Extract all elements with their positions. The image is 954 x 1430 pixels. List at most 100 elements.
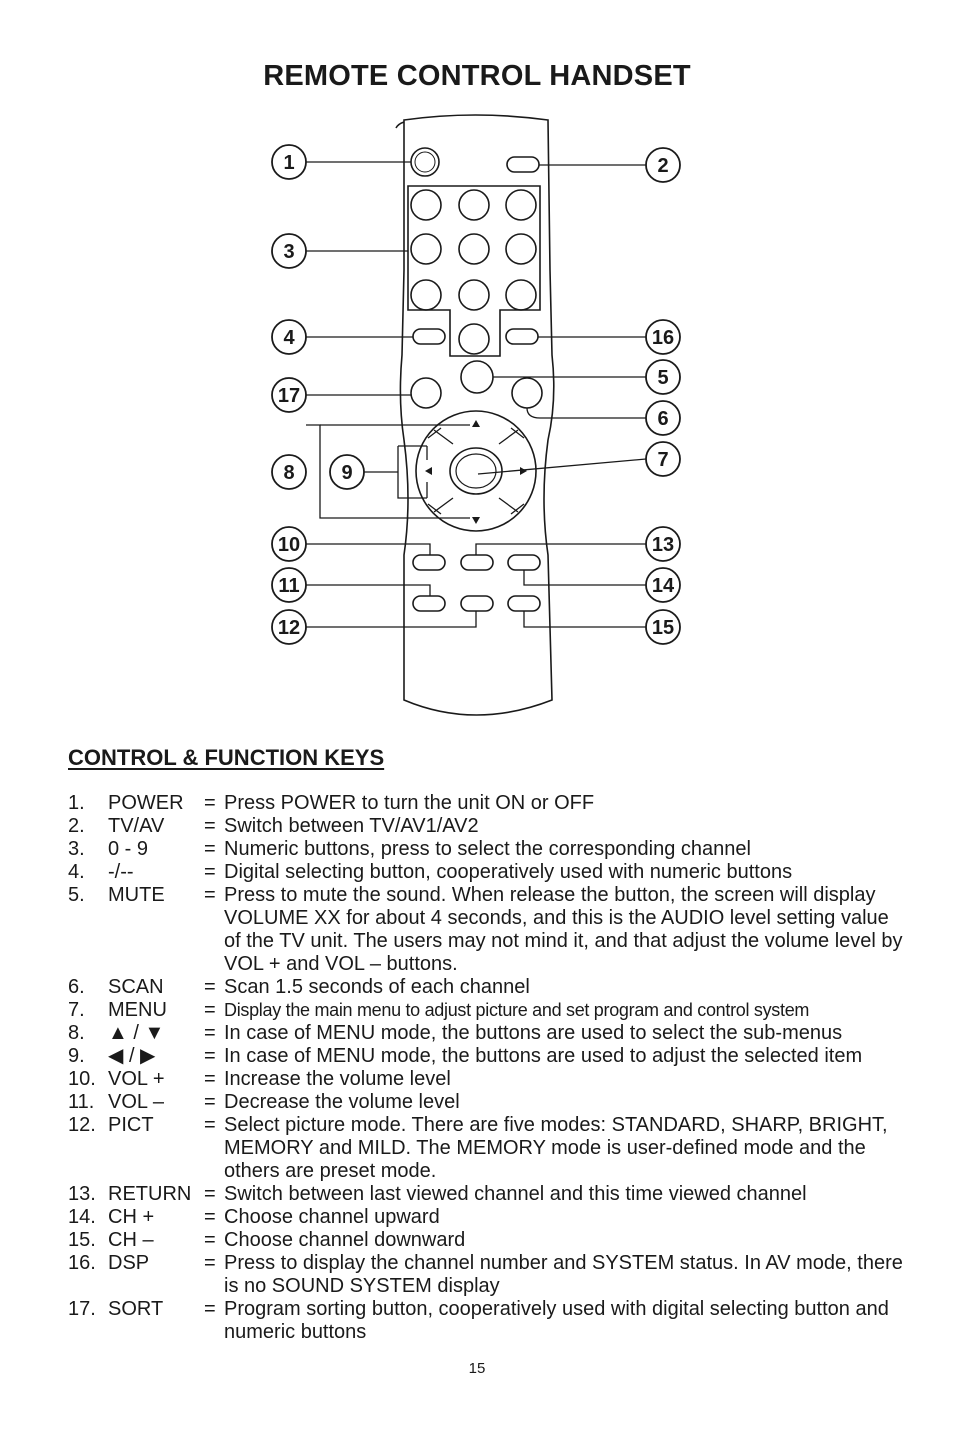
callout-15: 15 (652, 617, 674, 639)
key-number: 16. (68, 1252, 96, 1274)
key-description: Decrease the volume level (224, 1091, 460, 1113)
section-title: CONTROL & FUNCTION KEYS (68, 745, 385, 770)
key-name: CH + (108, 1206, 155, 1228)
key-description: Press to display the channel number and … (224, 1252, 903, 1297)
list-item: 11.VOL –=Decrease the volume level (68, 1091, 908, 1114)
key-name: SCAN (108, 976, 164, 998)
key-description: Increase the volume level (224, 1068, 451, 1090)
key-number: 17. (68, 1298, 96, 1320)
scan-button (511, 377, 543, 409)
digit-select-button (412, 328, 446, 345)
key-number: 6. (68, 976, 85, 998)
key-description: In case of MENU mode, the buttons are us… (224, 1022, 843, 1044)
callout-9: 9 (341, 462, 352, 484)
callout-13: 13 (652, 534, 674, 556)
key-name: -/-- (108, 861, 134, 883)
key-description: Display the main menu to adjust picture … (224, 1000, 810, 1020)
dpad-arrows (427, 427, 525, 515)
key-description: Choose channel upward (224, 1206, 440, 1228)
key-name: SORT (108, 1298, 164, 1320)
key-description: Switch between last viewed channel and t… (224, 1183, 807, 1205)
key-name: VOL – (108, 1091, 164, 1113)
callout-14: 14 (652, 575, 675, 597)
list-item: 6.SCAN=Scan 1.5 seconds of each channel (68, 976, 908, 999)
list-item: 5. MUTE = Press to mute the sound. When rel… (68, 884, 908, 976)
callout-1: 1 (283, 152, 294, 174)
list-item: 17. SORT = Program sorting button, cooperat… (68, 1298, 908, 1344)
function-key-list: 1.POWER=Press POWER to turn the unit ON … (68, 792, 908, 1344)
key-number: 10. (68, 1068, 96, 1090)
callout-7: 7 (657, 449, 668, 471)
equals-sign: = (204, 999, 216, 1021)
list-item: 3.0 - 9=Numeric buttons, press to select… (68, 838, 908, 861)
list-item: 13.RETURN=Switch between last viewed cha… (68, 1183, 908, 1206)
equals-sign: = (204, 1045, 216, 1067)
equals-sign: = (204, 976, 216, 998)
key-description: Press POWER to turn the unit ON or OFF (224, 792, 595, 814)
list-item: 10. VOL + = Increase the volume level (68, 1068, 908, 1091)
remote-control-diagram: 1 2 3 4 16 5 17 6 7 8 9 10 13 11 14 12 1… (271, 114, 681, 716)
key-description: Program sorting button, cooperatively us… (224, 1298, 889, 1343)
list-item: 4.-/--=Digital selecting button, coopera… (68, 861, 908, 884)
key-name: ▲ / ▼ (108, 1022, 165, 1044)
key-description: Choose channel downward (224, 1229, 466, 1251)
key-name: MENU (108, 999, 167, 1021)
key-description: In case of MENU mode, the buttons are us… (224, 1045, 863, 1067)
mute-button (460, 360, 494, 394)
key-name: DSP (108, 1252, 150, 1274)
callout-circles (271, 144, 681, 645)
equals-sign: = (204, 861, 216, 883)
list-item: 8. ▲ / ▼ = In case of MENU mode, the button… (68, 1022, 908, 1045)
key-description: Switch between TV/AV1/AV2 (224, 815, 479, 837)
key-name: ◀ / ▶ (108, 1045, 156, 1067)
callout-2: 2 (657, 155, 668, 177)
equals-sign: = (204, 1298, 216, 1320)
numeric-pad-frame (407, 185, 541, 357)
key-number: 5. (68, 884, 85, 906)
key-name: VOL + (108, 1068, 165, 1090)
key-number: 7. (68, 999, 85, 1021)
equals-sign: = (204, 1229, 216, 1251)
list-item: 12.PICT=Select picture mode. There are f… (68, 1114, 908, 1183)
list-item: 1.POWER=Press POWER to turn the unit ON … (68, 792, 908, 815)
equals-sign: = (204, 1068, 216, 1090)
equals-sign: = (204, 1091, 216, 1113)
callout-5: 5 (657, 367, 668, 389)
equals-sign: = (204, 838, 216, 860)
key-name: RETURN (108, 1183, 192, 1205)
equals-sign: = (204, 1022, 216, 1044)
callout-8: 8 (283, 462, 294, 484)
list-item: 7. MENU = Display the main menu to adjust p… (68, 999, 908, 1022)
equals-sign: = (204, 1252, 216, 1274)
page-number: 15 (468, 1360, 486, 1377)
list-item: 15.CH –=Choose channel downward (68, 1229, 908, 1252)
page-title: REMOTE CONTROL HANDSET (263, 60, 691, 92)
key-description: Digital selecting button, cooperatively … (224, 861, 793, 883)
callout-16: 16 (652, 327, 674, 349)
equals-sign: = (204, 884, 216, 906)
key-description: Press to mute the sound. When release th… (224, 884, 903, 975)
numeric-buttons (410, 189, 537, 355)
list-item: 9.◀ / ▶=In case of MENU mode, the button… (68, 1045, 908, 1068)
dsp-button (505, 328, 539, 345)
remote-body-outline (399, 114, 555, 716)
key-number: 8. (68, 1022, 85, 1044)
list-item: 2.TV/AV=Switch between TV/AV1/AV2 (68, 815, 908, 838)
key-name: 0 - 9 (108, 838, 149, 860)
list-item: 16. DSP = Press to display the channel numb… (68, 1252, 908, 1298)
callout-4: 4 (283, 327, 295, 349)
remote-body-inner-outline (395, 121, 405, 129)
bottom-buttons (412, 554, 541, 612)
callout-11: 11 (278, 575, 299, 597)
key-number: 12. (68, 1114, 96, 1136)
equals-sign: = (204, 1206, 216, 1228)
callout-10: 10 (278, 534, 300, 556)
list-item: 14.CH +=Choose channel upward (68, 1206, 908, 1229)
leader-lines (306, 161, 647, 628)
key-name: TV/AV (108, 815, 165, 837)
dpad-arrow-glyphs (425, 420, 527, 524)
key-description: Select picture mode. There are five mode… (224, 1114, 888, 1182)
tvav-button (506, 156, 540, 173)
key-name: MUTE (108, 884, 165, 906)
callout-6: 6 (657, 408, 668, 430)
